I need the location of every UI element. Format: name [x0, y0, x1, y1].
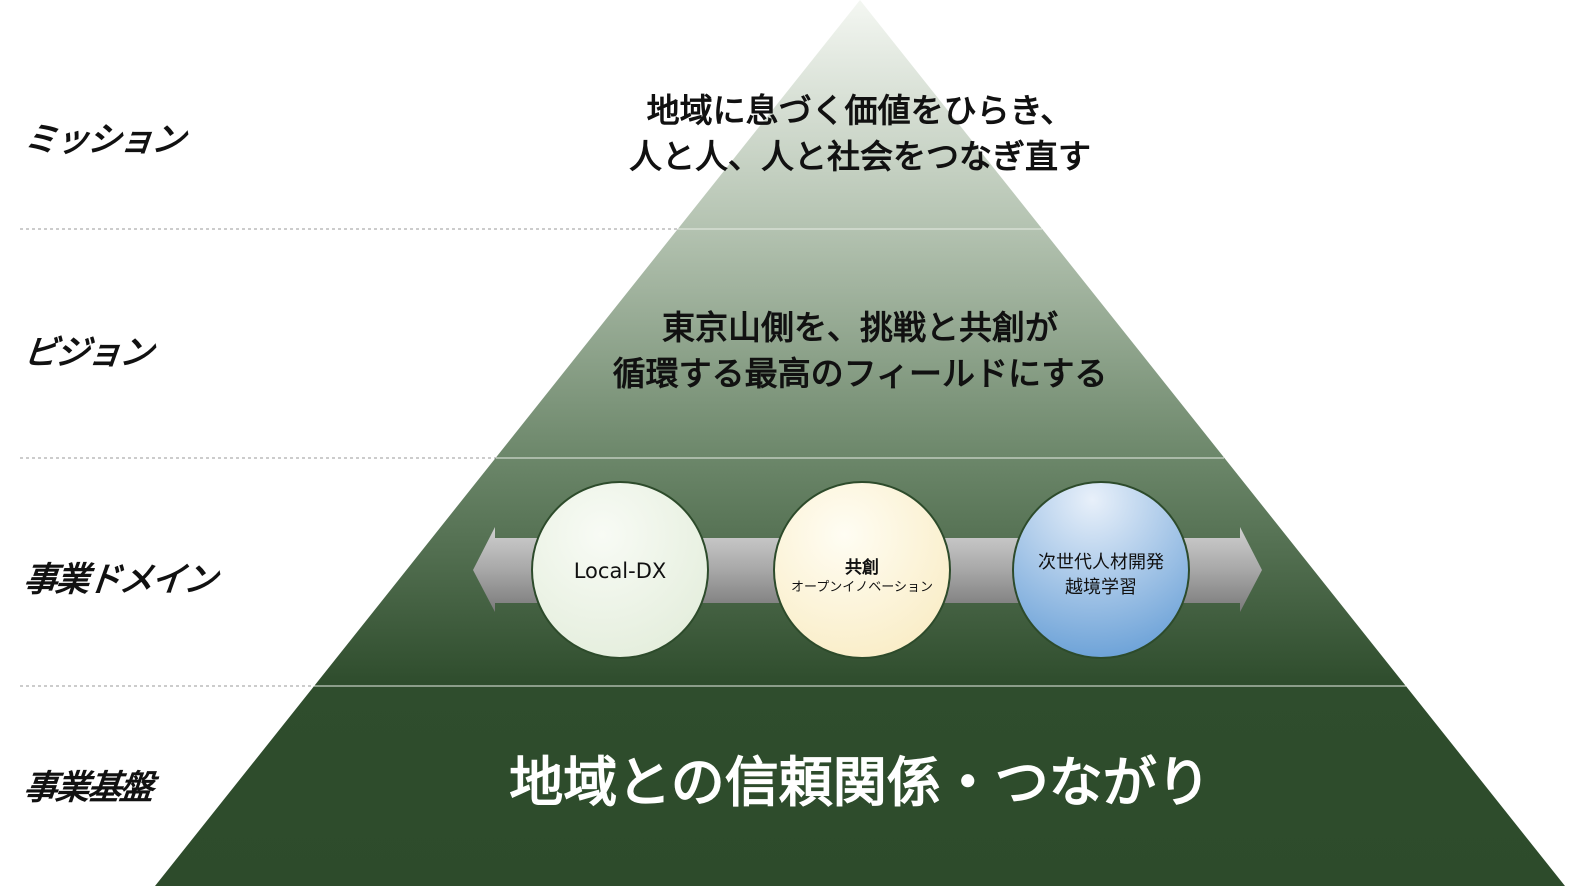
vision-line: 循環する最高のフィールドにする [612, 354, 1108, 393]
pyramid [155, 0, 1565, 886]
vision-text: 東京山側を、挑戦と共創が 循環する最高のフィールドにする [520, 305, 1200, 397]
domain-subtitle: オープンイノベーション [791, 580, 933, 595]
layer-label-mission: ミッション [21, 120, 186, 160]
layer-label-domain: 事業ドメイン [21, 560, 218, 600]
layer-label-foundation: 事業基盤 [21, 768, 154, 808]
domain-circle-cocreation [773, 481, 951, 659]
domain-circle-talent [1012, 481, 1190, 659]
domain-title: 次世代人材開発 [1038, 552, 1164, 573]
domain-circle-local-dx [531, 481, 709, 659]
mission-line: 人と人、人と社会をつなぎ直す [629, 137, 1091, 176]
vision-line: 東京山側を、挑戦と共創が [662, 308, 1058, 347]
domain-title: 共創 [845, 558, 879, 578]
layer-label-vision: ビジョン [21, 333, 154, 373]
mission-text: 地域に息づく価値をひらき、 人と人、人と社会をつなぎ直す [560, 88, 1160, 180]
domain-title: Local-DX [573, 559, 667, 583]
layer-dividers [20, 228, 678, 687]
domain-subtitle: 越境学習 [1065, 577, 1137, 598]
foundation-text: 地域との信頼関係・つながり [509, 751, 1211, 814]
mission-line: 地域に息づく価値をひらき、 [646, 91, 1074, 130]
